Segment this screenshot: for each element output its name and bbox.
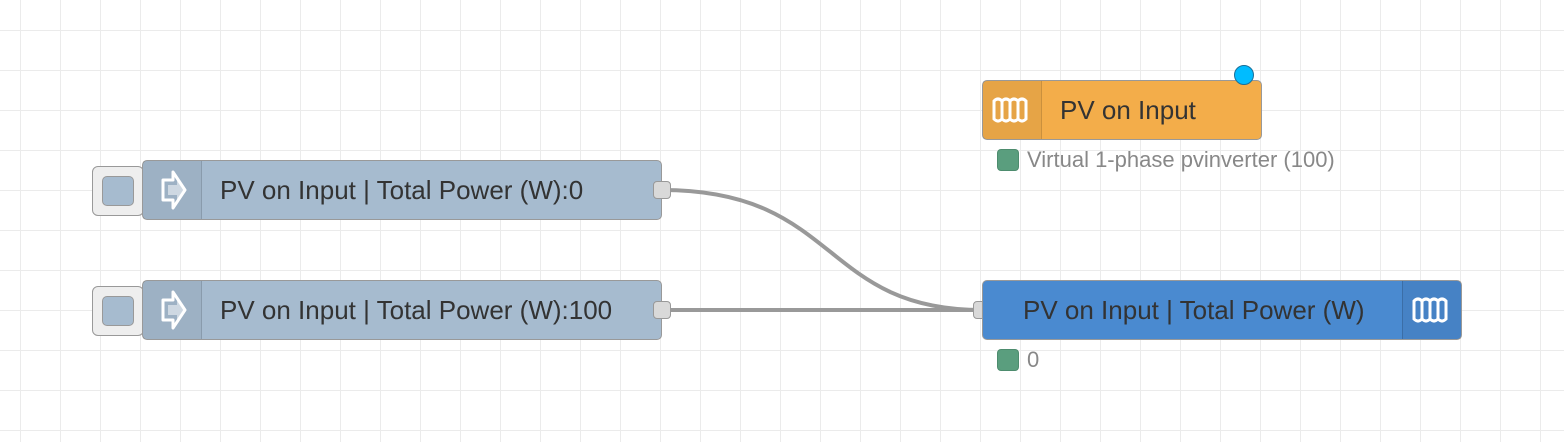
victron-logo-icon (983, 81, 1042, 139)
output-port[interactable] (653, 301, 671, 319)
pv-input-label: PV on Input (1060, 94, 1196, 125)
wire-inject0-to-output[interactable] (661, 188, 983, 312)
pv-input-status: Virtual 1-phase pvinverter (100) (997, 147, 1335, 173)
pv-total-power-node[interactable]: PV on Input | Total Power (W) (982, 280, 1462, 340)
inject-node-label: PV on Input | Total Power (W):0 (220, 174, 584, 205)
arrow-right-icon (143, 281, 202, 339)
inject-node-100[interactable]: PV on Input | Total Power (W):100 (142, 280, 662, 340)
inject-button-100[interactable] (92, 286, 144, 336)
inject-button-0[interactable] (92, 166, 144, 216)
arrow-right-icon (143, 161, 202, 219)
inject-node-label: PV on Input | Total Power (W):100 (220, 294, 613, 325)
output-port[interactable] (653, 181, 671, 199)
victron-logo-icon (1402, 281, 1461, 339)
status-dot (997, 349, 1019, 371)
changed-indicator (1234, 65, 1254, 85)
inject-button-face[interactable] (102, 296, 134, 326)
pv-total-power-status: 0 (997, 347, 1039, 373)
pv-input-node[interactable]: PV on Input (982, 80, 1262, 140)
status-dot (997, 149, 1019, 171)
status-text: 0 (1027, 347, 1040, 372)
pv-total-power-label: PV on Input | Total Power (W) (1023, 294, 1365, 325)
inject-button-face[interactable] (102, 176, 134, 206)
status-text: Virtual 1-phase pvinverter (100) (1027, 147, 1335, 172)
inject-node-0[interactable]: PV on Input | Total Power (W):0 (142, 160, 662, 220)
